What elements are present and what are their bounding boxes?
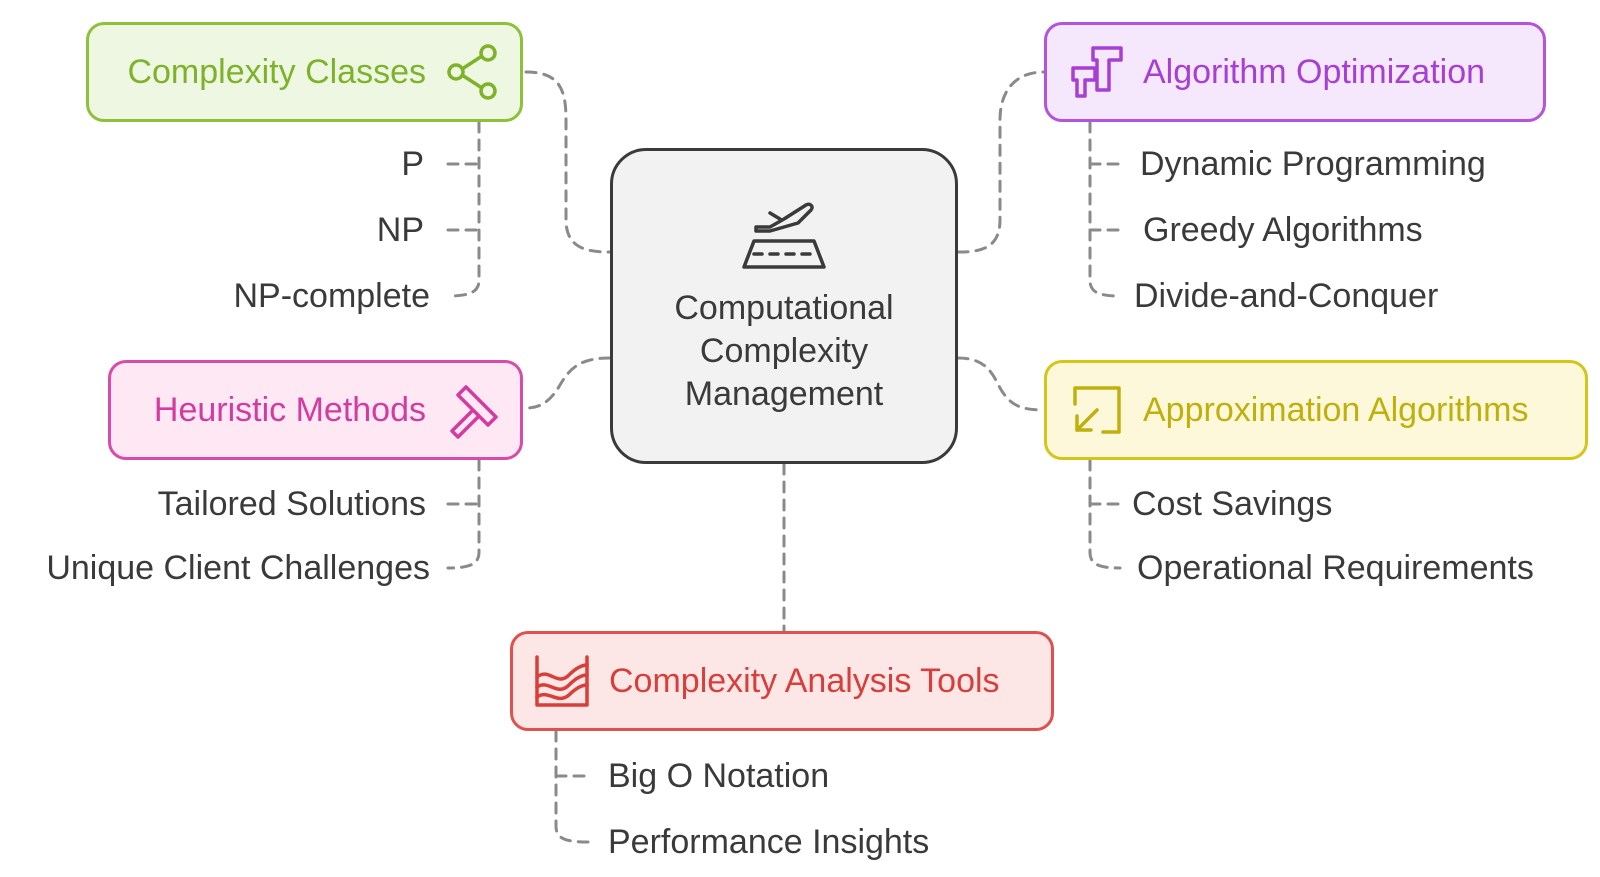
connector-optimization-trunk xyxy=(1088,120,1122,298)
leaf-divide-and-conquer: Divide-and-Conquer xyxy=(1134,277,1439,315)
branch-label: Approximation Algorithms xyxy=(1143,390,1529,429)
area-chart-icon xyxy=(533,653,591,709)
leaf-np: NP xyxy=(376,211,424,249)
share-icon xyxy=(444,43,502,101)
leaf-greedy-algorithms: Greedy Algorithms xyxy=(1143,211,1423,249)
connector-classes-trunk xyxy=(446,120,481,298)
steps-icon xyxy=(1069,44,1125,100)
leaf-operational-requirements: Operational Requirements xyxy=(1137,549,1534,587)
connector-approx-trunk xyxy=(1088,458,1122,570)
shrink-arrow-icon xyxy=(1069,382,1125,438)
connector-tools-trunk xyxy=(554,729,590,844)
connector-center-optimization xyxy=(956,70,1046,254)
branch-algorithm-optimization: Algorithm Optimization xyxy=(1044,22,1546,122)
branch-complexity-classes: Complexity Classes xyxy=(86,22,523,122)
leaf-p: P xyxy=(401,145,424,183)
branch-label: Complexity Classes xyxy=(127,52,426,91)
connector-center-heuristic xyxy=(524,356,612,410)
leaf-np-complete: NP-complete xyxy=(233,277,430,315)
leaf-cost-savings: Cost Savings xyxy=(1132,485,1333,523)
connector-center-classes xyxy=(524,70,612,254)
leaf-performance-insights: Performance Insights xyxy=(608,823,930,861)
connector-heuristic-trunk xyxy=(446,458,481,570)
leaf-dynamic-programming: Dynamic Programming xyxy=(1140,145,1486,183)
center-title: Computational Complexity Management xyxy=(674,288,894,413)
branch-label: Heuristic Methods xyxy=(153,390,426,429)
branch-label: Algorithm Optimization xyxy=(1143,52,1486,91)
airplane-landing-icon xyxy=(740,197,828,269)
branch-approximation-algorithms: Approximation Algorithms xyxy=(1044,360,1588,460)
hammer-icon xyxy=(444,381,502,439)
leaf-big-o-notation: Big O Notation xyxy=(608,757,830,795)
center-node: Computational Complexity Management xyxy=(610,148,958,464)
branch-label: Complexity Analysis Tools xyxy=(609,661,1000,700)
connector-center-approx xyxy=(956,356,1046,412)
branch-complexity-analysis-tools: Complexity Analysis Tools xyxy=(510,631,1054,731)
leaf-tailored-solutions: Tailored Solutions xyxy=(157,485,426,523)
leaf-unique-client-challenges: Unique Client Challenges xyxy=(46,549,430,587)
branch-heuristic-methods: Heuristic Methods xyxy=(108,360,523,460)
